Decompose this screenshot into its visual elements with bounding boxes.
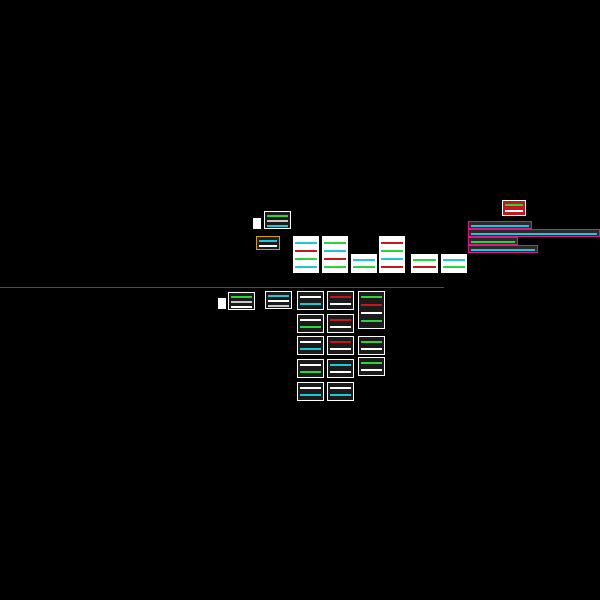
drawing-sheet-elev-3[interactable] [351, 254, 377, 273]
drawing-sheet-elev-6[interactable] [441, 254, 467, 273]
drawing-sheet-lower-1[interactable] [228, 292, 255, 310]
detail-strip-3[interactable] [468, 237, 518, 245]
drawing-sheet-grid-3-2[interactable] [358, 336, 385, 355]
drawing-sheet-grid-2-2[interactable] [327, 314, 354, 333]
drawing-sheet-elev-1[interactable] [293, 236, 319, 273]
drawing-sheet-upper-1[interactable] [264, 211, 291, 229]
drawing-sheet-grid-1-1[interactable] [297, 291, 324, 310]
drawing-sheet-grid-2-1[interactable] [327, 291, 354, 310]
drawing-sheet-grid-2-3[interactable] [327, 336, 354, 355]
drawing-sheet-grid-2-5[interactable] [327, 382, 354, 401]
detail-strip-1[interactable] [468, 221, 532, 229]
title-tag-lower [218, 298, 226, 309]
drawing-sheet-grid-1-5[interactable] [297, 382, 324, 401]
drawing-sheet-grid-1-2[interactable] [297, 314, 324, 333]
drawing-sheet-elev-5[interactable] [411, 254, 438, 273]
drawing-sheet-grid-3-1[interactable] [358, 291, 385, 329]
detail-strip-2[interactable] [468, 229, 600, 237]
drawing-sheet-title-block[interactable] [502, 200, 526, 216]
title-tag-upper [253, 218, 261, 229]
detail-strip-4[interactable] [468, 245, 538, 253]
drawing-sheet-grid-1-4[interactable] [297, 359, 324, 378]
drawing-sheet-grid-1-3[interactable] [297, 336, 324, 355]
drawing-sheet-grid-2-4[interactable] [327, 359, 354, 378]
drawing-sheet-upper-2[interactable] [256, 236, 280, 250]
drawing-sheet-grid-3-3[interactable] [358, 357, 385, 376]
horizontal-guide-line [0, 287, 444, 288]
drawing-sheet-elev-4[interactable] [379, 236, 405, 273]
drawing-sheet-elev-2[interactable] [322, 236, 348, 273]
drawing-sheet-lower-2[interactable] [265, 291, 292, 309]
